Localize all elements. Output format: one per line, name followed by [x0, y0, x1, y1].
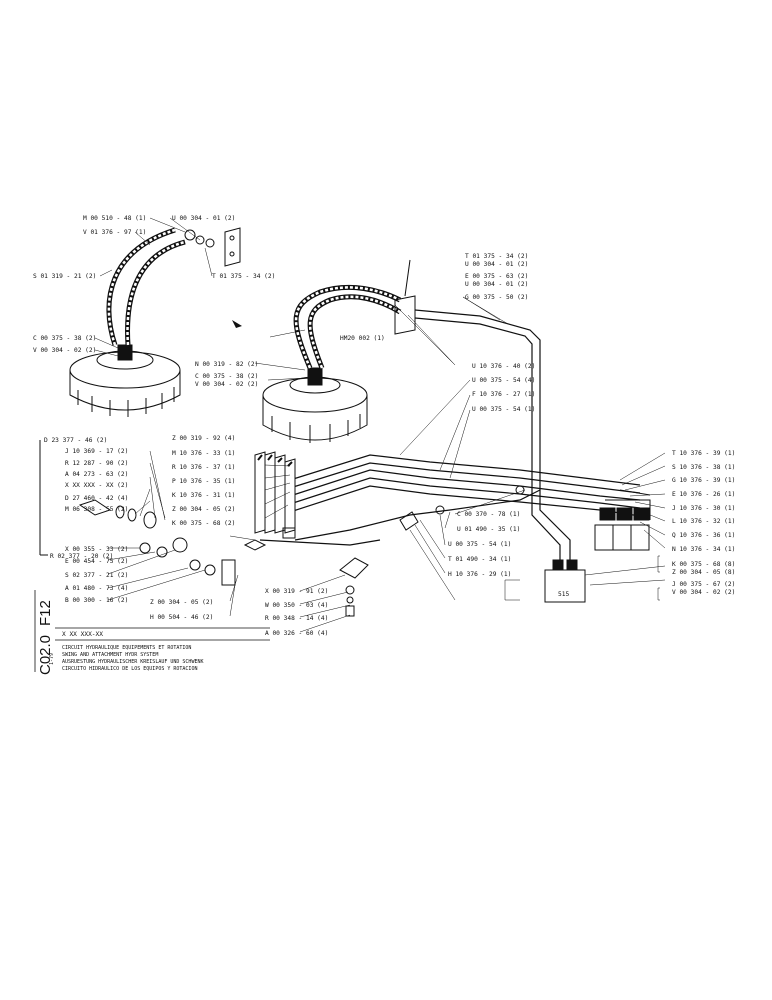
part-label: G 10 376 - 39 (1) — [672, 477, 735, 484]
bottom-center-label-group: C 00 370 - 78 (1) U 01 490 - 35 (1) U 00… — [265, 511, 520, 637]
part-label: A 04 273 - 63 (2) — [65, 471, 128, 478]
title-en: SWING AND ATTACHMENT HYDR SYSTEM — [62, 652, 158, 658]
part-label: M 06 308 - 55 (2) — [65, 506, 128, 513]
part-label: K 10 376 - 31 (1) — [172, 492, 235, 499]
leader-lines — [94, 217, 666, 633]
bottom-center-parts — [339, 485, 525, 617]
part-label: S 01 319 - 21 (2) — [33, 273, 96, 280]
sheet-code-primary: F12 — [37, 600, 54, 626]
part-label: U 01 490 - 35 (1) — [457, 526, 520, 533]
part-label: W 00 350 - 03 (4) — [265, 602, 328, 609]
part-label: K 00 375 - 68 (8) — [672, 561, 735, 568]
part-label: U 00 375 - 54 (1) — [448, 541, 511, 548]
part-label: J 10 369 - 17 (2) — [65, 448, 128, 455]
part-label: X 00 319 - 91 (2) — [265, 588, 328, 595]
part-label: B 00 300 - 16 (2) — [65, 597, 128, 604]
top-left-label-group: M 00 510 - 48 (1) V 01 376 - 97 (1) U 00… — [33, 215, 275, 354]
part-label: S 02 377 - 21 (2) — [65, 572, 128, 579]
part-label: S 10 376 - 38 (1) — [672, 464, 735, 471]
ref-number: X XX XXX-XX — [62, 631, 103, 638]
sheet-code-secondary: C02.0 — [37, 635, 54, 675]
part-label: Z 00 304 - 05 (2) — [172, 506, 235, 513]
part-label: G 00 375 - 50 (2) — [465, 294, 528, 301]
pipe-network — [259, 309, 641, 560]
part-label: Z 00 304 - 05 (8) — [672, 569, 735, 576]
part-label: N 00 319 - 82 (2) — [195, 361, 258, 368]
part-label: U 10 376 - 40 (2) — [472, 363, 535, 370]
part-label: H 00 504 - 46 (2) — [150, 614, 213, 621]
left-label-group: D 23 377 - 46 (2) J 10 369 - 17 (2) R 12… — [44, 437, 128, 604]
part-label: K 00 375 - 68 (2) — [172, 520, 235, 527]
part-label: X 00 355 - 33 (2) — [65, 546, 128, 553]
part-label: C 00 370 - 78 (1) — [457, 511, 520, 518]
part-label: F 10 376 - 27 (1) — [472, 391, 535, 398]
direction-arrow-icon — [232, 320, 242, 328]
part-label: L 10 376 - 32 (1) — [672, 518, 735, 525]
part-label: P 10 376 - 35 (1) — [172, 478, 235, 485]
part-label: M 00 510 - 48 (1) — [83, 215, 146, 222]
part-label: V 00 304 - 02 (2) — [33, 347, 96, 354]
center-swivel-assembly — [262, 259, 416, 443]
part-label: N 10 376 - 34 (1) — [672, 546, 735, 553]
part-label: E 00 375 - 63 (2) — [465, 273, 528, 280]
part-label: HM20 002 (1) — [340, 335, 385, 342]
part-label: Q 10 376 - 36 (1) — [672, 532, 735, 539]
part-label: A 00 326 - 60 (4) — [265, 630, 328, 637]
title-block: F12 C02.0 1-79 X XX XXX-XX CIRCUIT HYDRA… — [34, 590, 270, 675]
part-label: D 23 377 - 46 (2) — [44, 437, 107, 444]
part-label: T 01 375 - 34 (2) — [212, 273, 275, 280]
left-parts-exploded — [39, 440, 236, 586]
part-label: E 00 454 - 75 (2) — [65, 558, 128, 565]
part-label: A 01 480 - 73 (4) — [65, 585, 128, 592]
part-label: T 10 376 - 39 (1) — [672, 450, 735, 457]
part-label: V 01 376 - 97 (1) — [83, 229, 146, 236]
part-label: C 00 375 - 38 (2) — [33, 335, 96, 342]
left-swivel-assembly — [69, 227, 241, 417]
part-label: T 01 375 - 34 (2) — [465, 253, 528, 260]
valve-label-group: Z 00 319 - 92 (4) M 10 376 - 33 (1) R 10… — [150, 435, 235, 621]
part-label: H 10 376 - 29 (1) — [448, 571, 511, 578]
part-label: R 02 377 - 20 (2) — [50, 553, 113, 560]
title-fr: CIRCUIT HYDRAULIQUE EQUIPEMENTS ET ROTAT… — [62, 645, 191, 651]
right-distributor-block — [594, 489, 651, 551]
part-label: C 00 375 - 38 (2) — [195, 373, 258, 380]
sheet-date: 1-79 — [49, 653, 55, 665]
part-label: J 00 375 - 67 (2) — [672, 581, 735, 588]
top-right-label-group: T 01 375 - 34 (2) U 00 304 - 01 (2) E 00… — [465, 253, 535, 413]
part-label: U 00 304 - 01 (2) — [465, 281, 528, 288]
part-label: U 00 304 - 01 (2) — [465, 261, 528, 268]
tank-label: 515 — [558, 591, 569, 598]
part-label: R 10 376 - 37 (1) — [172, 464, 235, 471]
center-label-group: N 00 319 - 82 (2) C 00 375 - 38 (2) V 00… — [195, 335, 385, 388]
part-label: U 00 375 - 54 (4) — [472, 377, 535, 384]
part-label: Z 00 304 - 05 (2) — [150, 599, 213, 606]
part-label: V 00 304 - 02 (2) — [195, 381, 258, 388]
title-de: AUSRUESTUNG HYDRAULISCHER KREISLAUF UND … — [62, 659, 203, 665]
part-label: Z 00 319 - 92 (4) — [172, 435, 235, 442]
part-label: M 10 376 - 33 (1) — [172, 450, 235, 457]
part-label: R 00 348 - 14 (4) — [265, 615, 328, 622]
part-label: V 00 304 - 02 (2) — [672, 589, 735, 596]
part-label: R 12 287 - 90 (2) — [65, 460, 128, 467]
tank-515 — [544, 559, 586, 603]
right-label-group: T 10 376 - 39 (1) S 10 376 - 38 (1) G 10… — [672, 450, 735, 596]
title-es: CIRCUITO HIDRAULICO DE LOS EQUIPOS Y ROT… — [62, 666, 197, 672]
control-valve-bank — [243, 451, 296, 551]
part-label: U 00 375 - 54 (1) — [472, 406, 535, 413]
part-label: J 10 376 - 30 (1) — [672, 505, 735, 512]
part-label: U 00 304 - 01 (2) — [172, 215, 235, 222]
part-label: T 01 490 - 34 (1) — [448, 556, 511, 563]
part-label: X XX XXX - XX (2) — [65, 482, 128, 489]
part-label: E 10 376 - 26 (1) — [672, 491, 735, 498]
part-label: D 27 460 - 42 (4) — [65, 495, 128, 502]
